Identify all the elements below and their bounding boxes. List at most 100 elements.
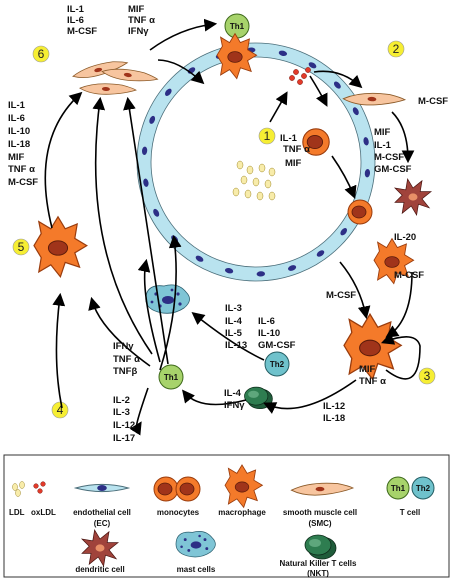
svg-text:Th1: Th1 <box>230 22 245 31</box>
svg-text:IL-10: IL-10 <box>258 328 280 339</box>
svg-text:MIF: MIF <box>374 127 391 138</box>
svg-text:(NKT): (NKT) <box>307 569 329 578</box>
interaction-arrows <box>44 18 421 436</box>
svg-text:M-CSF: M-CSF <box>8 177 38 188</box>
mast-cell-main <box>145 284 191 314</box>
dendritic-cell-main <box>394 178 432 216</box>
svg-text:IL-3: IL-3 <box>225 303 242 314</box>
svg-text:IL-10: IL-10 <box>8 126 30 137</box>
svg-text:IL-17: IL-17 <box>113 433 135 444</box>
svg-text:2: 2 <box>393 42 400 56</box>
step-5-marker: 5 <box>12 238 30 256</box>
svg-text:IL-5: IL-5 <box>225 328 243 339</box>
endothelial-nucleus <box>316 250 325 257</box>
svg-text:Natural Killer T cells: Natural Killer T cells <box>280 559 357 568</box>
svg-text:GM-CSF: GM-CSF <box>258 340 296 351</box>
svg-text:TNFβ: TNFβ <box>113 366 137 377</box>
svg-text:IFNγ: IFNγ <box>128 26 149 37</box>
svg-text:Th2: Th2 <box>416 484 431 493</box>
monocyte-cytokines: MIF IL-1 M-CSF GM-CSF <box>374 127 412 175</box>
svg-text:6: 6 <box>38 47 45 61</box>
step5-cytokines: IL-1 IL-6 IL-10 IL-18 MIF TNF α M-CSF <box>8 100 38 188</box>
legend-dendritic: dendritic cell <box>75 529 125 574</box>
step-1-marker: 1 <box>258 127 276 145</box>
svg-text:4: 4 <box>57 403 64 417</box>
step-2-marker: 2 <box>387 40 405 58</box>
svg-text:Th1: Th1 <box>391 484 406 493</box>
mast-cytokines-col1: IL-3 IL-4 IL-5 IL-13 <box>225 303 247 351</box>
endothelial-nucleus <box>308 62 317 69</box>
macrophage-top <box>216 33 258 80</box>
svg-text:IL-1: IL-1 <box>374 140 392 151</box>
endothelial-nucleus <box>363 137 369 146</box>
endothelial-nucleus <box>195 255 204 262</box>
svg-text:IFNγ: IFNγ <box>113 341 134 352</box>
step-6-marker: 6 <box>32 45 50 63</box>
ldl-particles <box>232 160 276 201</box>
svg-text:IL-18: IL-18 <box>8 139 30 150</box>
svg-text:monocytes: monocytes <box>157 508 200 517</box>
svg-text:MIF: MIF <box>285 158 302 169</box>
svg-text:dendritic cell: dendritic cell <box>75 565 124 574</box>
svg-text:oxLDL: oxLDL <box>31 508 56 517</box>
endothelial-nucleus <box>288 265 297 271</box>
svg-text:IL-6: IL-6 <box>67 15 84 26</box>
svg-text:TNF α: TNF α <box>359 376 386 387</box>
endothelial-nucleus <box>364 169 371 178</box>
th1-cytokines: IFNγ TNF α TNFβ <box>113 341 140 377</box>
svg-text:Th1: Th1 <box>164 373 179 382</box>
legend-tcell: Th1 Th2 T cell <box>386 476 435 517</box>
endothelial-nucleus <box>278 50 288 57</box>
svg-text:IL-1: IL-1 <box>280 133 298 144</box>
svg-text:IL-4: IL-4 <box>225 316 243 327</box>
svg-text:T cell: T cell <box>400 508 420 517</box>
svg-text:endothelial cell: endothelial cell <box>73 508 131 517</box>
legend-monocytes: monocytes <box>153 476 201 517</box>
svg-text:macrophage: macrophage <box>218 508 266 517</box>
svg-text:1: 1 <box>264 129 271 143</box>
svg-text:MIF: MIF <box>128 4 145 15</box>
th1-cell-top: Th1 <box>224 13 250 39</box>
svg-text:TNF α: TNF α <box>283 144 310 155</box>
svg-text:(EC): (EC) <box>94 519 111 528</box>
endothelial-nucleus <box>141 146 148 155</box>
svg-text:IL-6: IL-6 <box>8 113 25 124</box>
legend-nkt: Natural Killer T cells (NKT) <box>280 534 357 578</box>
legend-endothelial: endothelial cell (EC) <box>73 483 131 528</box>
macrophage-step5 <box>33 216 88 278</box>
endothelial-nucleus <box>164 88 172 96</box>
svg-text:M-CSF: M-CSF <box>374 152 404 163</box>
endothelial-nucleus <box>352 107 359 116</box>
legend-smc: smooth muscle cell (SMC) <box>283 482 357 528</box>
svg-text:MIF: MIF <box>8 152 25 163</box>
svg-text:IL-20: IL-20 <box>394 232 416 243</box>
endothelial-nucleus <box>333 81 341 89</box>
svg-text:LDL: LDL <box>9 508 25 517</box>
svg-text:IL-6: IL-6 <box>258 316 275 327</box>
svg-text:MIF: MIF <box>359 364 376 375</box>
svg-text:M-CSF: M-CSF <box>67 26 97 37</box>
th1-cell-main: Th1 <box>158 364 184 390</box>
svg-text:IL-3: IL-3 <box>113 407 130 418</box>
svg-text:mast cells: mast cells <box>177 565 216 574</box>
svg-text:IL-12: IL-12 <box>323 401 345 412</box>
endothelial-nucleus <box>340 228 348 236</box>
endothelial-nucleus <box>153 208 160 217</box>
svg-text:TNF α: TNF α <box>113 354 140 365</box>
svg-text:IL-13: IL-13 <box>225 340 247 351</box>
svg-text:3: 3 <box>424 369 431 383</box>
il20-cytokines: IL-20 M-CSF <box>394 232 424 281</box>
legend-mast: mast cells <box>175 530 216 574</box>
svg-text:TNF α: TNF α <box>128 15 155 26</box>
svg-text:smooth muscle cell: smooth muscle cell <box>283 508 357 517</box>
svg-text:IL-2: IL-2 <box>113 395 130 406</box>
svg-text:(SMC): (SMC) <box>308 519 331 528</box>
svg-text:IFNγ: IFNγ <box>224 400 245 411</box>
th2-cell-main: Th2 <box>264 351 290 377</box>
macrophage3-cytokines: MIF TNF α IL-12 IL-18 <box>323 364 386 424</box>
step-4-marker: 4 <box>51 401 69 419</box>
svg-text:M-CSF: M-CSF <box>394 270 424 281</box>
svg-text:5: 5 <box>18 240 25 254</box>
svg-text:IL-12: IL-12 <box>113 420 135 431</box>
